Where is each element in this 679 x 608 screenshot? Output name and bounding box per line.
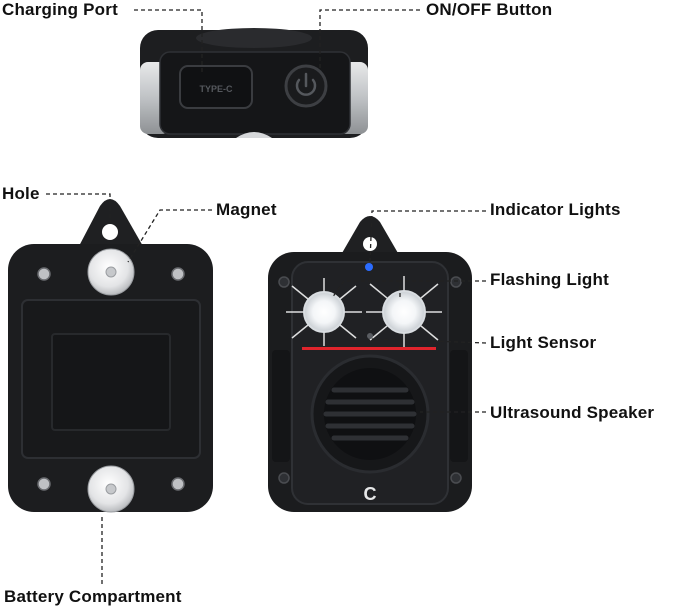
label-hole: Hole [2, 184, 40, 203]
light-sensor [367, 333, 373, 339]
label-light-sensor: Light Sensor [490, 333, 597, 352]
back-recess [51, 333, 171, 431]
front-view-device: C [268, 216, 472, 512]
front-screw-bl [278, 472, 290, 484]
charging-port-text: TYPE-C [199, 84, 233, 94]
hole [102, 224, 118, 240]
back-screw-bl [37, 477, 51, 491]
back-screw-tl [37, 267, 51, 281]
leader-indicator-lights [369, 210, 486, 263]
charging-port-cover [179, 65, 253, 109]
flashing-led-right [366, 276, 442, 348]
label-charging-port: Charging Port [2, 0, 118, 19]
leader-hole [46, 193, 111, 224]
back-view-device [8, 199, 213, 513]
leader-light-sensor [371, 338, 487, 344]
front-hole [363, 237, 377, 251]
leader-charging-port [134, 9, 203, 72]
power-icon [295, 72, 317, 96]
front-screw-tl [278, 276, 290, 288]
leader-flashing-light-left [331, 280, 400, 299]
back-screw-tr [171, 267, 185, 281]
label-ultrasound-speaker: Ultrasound Speaker [490, 403, 655, 422]
back-hanging-tab [78, 199, 144, 248]
leader-magnet [127, 209, 212, 263]
label-indicator-lights: Indicator Lights [490, 200, 621, 219]
top-bottom-clip [236, 132, 272, 138]
leader-lines [46, 9, 487, 584]
back-screw-br [171, 477, 185, 491]
label-on-off-button: ON/OFF Button [426, 0, 553, 19]
red-strip [302, 347, 436, 350]
leader-on-off-button [319, 9, 420, 68]
front-left-rail [272, 350, 290, 462]
front-right-rail [450, 350, 468, 462]
label-flashing-light: Flashing Light [490, 270, 609, 289]
front-screw-br [450, 472, 462, 484]
label-magnet: Magnet [216, 200, 277, 219]
indicator-light [365, 263, 373, 271]
top-view-device: TYPE-C [140, 28, 368, 138]
magnet-top-center [105, 266, 117, 278]
speaker-grille [323, 387, 417, 441]
front-screw-tr [450, 276, 462, 288]
brand-logo: C [364, 484, 377, 504]
top-ridge [196, 28, 312, 48]
flashing-led-left [286, 278, 362, 346]
label-battery-compartment: Battery Compartment [4, 587, 182, 606]
magnet-bottom-center [105, 483, 117, 495]
